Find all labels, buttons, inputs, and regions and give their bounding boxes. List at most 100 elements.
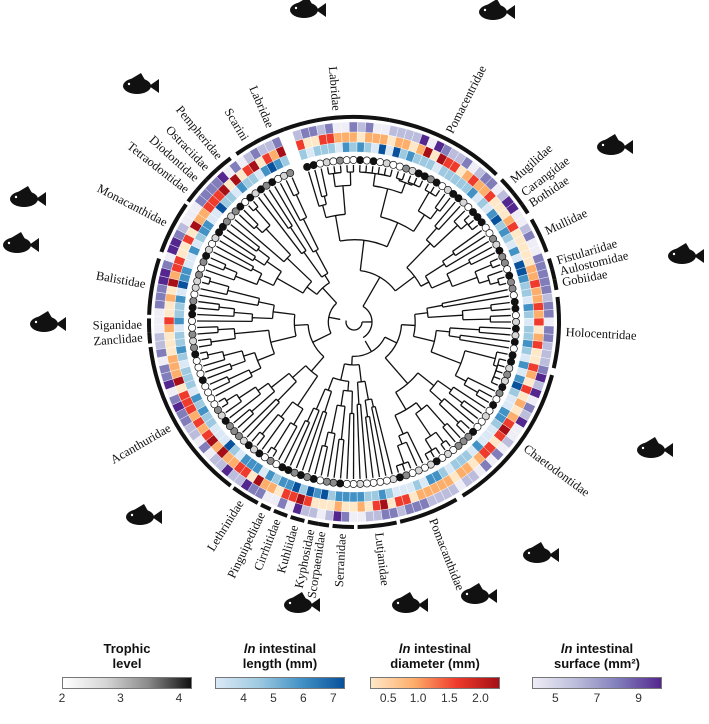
tip-node [272, 460, 281, 469]
tree-branch [330, 404, 338, 434]
family-label: Lutjanidae [372, 532, 392, 587]
tree-branch [320, 168, 328, 196]
tip-node [213, 405, 222, 414]
ring-surface-cell [365, 510, 375, 522]
tip-node [268, 178, 277, 187]
tree-branch [333, 439, 340, 478]
tip-node [395, 473, 404, 482]
tree-branch [267, 446, 272, 454]
tip-node [507, 278, 515, 287]
tree-branch [441, 289, 508, 305]
tip-node [230, 427, 239, 436]
tree-branch [359, 240, 365, 271]
tip-node [210, 400, 219, 409]
tip-node [208, 239, 217, 248]
tip-node [211, 234, 220, 242]
tree-branch [207, 350, 223, 356]
tip-node [329, 157, 338, 166]
tip-node [192, 356, 201, 365]
tree-branch [332, 173, 336, 187]
tree-branch [364, 381, 370, 400]
tree-branch [258, 278, 274, 287]
ring-surface-cell [155, 348, 168, 359]
tip-node [369, 478, 378, 487]
tree-branch [322, 410, 327, 414]
tree-branch [365, 165, 368, 173]
tip-node [329, 478, 338, 487]
tree-branch [377, 166, 380, 175]
fish-silhouette-icon [123, 73, 159, 94]
tree-branch [413, 214, 426, 232]
ring-surface-cell [154, 332, 166, 342]
tree-branch [389, 169, 393, 177]
ring-length-cell [342, 491, 351, 503]
ring-length-cell [363, 142, 373, 154]
family-label: Labridae [246, 84, 277, 131]
tip-node [511, 331, 520, 340]
tree-branch [461, 310, 464, 320]
tree-branch [452, 276, 478, 288]
tree-branch [478, 389, 493, 398]
tip-node [322, 477, 331, 486]
tree-branch [199, 294, 259, 306]
legend-tick: 7 [329, 691, 337, 705]
tree-branch [365, 398, 372, 401]
tip-node [251, 189, 260, 198]
ring-surface-cell [372, 122, 383, 135]
tip-node [477, 417, 486, 426]
tree-branch [494, 358, 501, 374]
tree-branch [297, 375, 319, 406]
tree-branch [490, 301, 510, 306]
tree-branch [436, 329, 450, 333]
tree-branch [442, 426, 456, 443]
family-arc [273, 508, 288, 518]
tree-branch [289, 226, 307, 251]
tree-branch [442, 252, 455, 262]
ring-diameter-cell [341, 131, 350, 143]
tip-node [362, 479, 371, 488]
tree-branch [394, 415, 404, 435]
tree-branch [237, 413, 254, 429]
tree-branch [215, 375, 253, 397]
tree-branch [489, 261, 494, 269]
tree-branch [218, 397, 226, 403]
tree-branch [373, 185, 402, 194]
tree-branch [285, 180, 295, 197]
ring-length-cell [349, 491, 358, 503]
family-arcs [146, 115, 561, 529]
tree-branch [470, 252, 496, 266]
fish-silhouette-icon [637, 437, 673, 458]
tree-branch [270, 372, 290, 388]
tree-branch [406, 431, 424, 464]
tree-branch [418, 180, 424, 188]
ring-diameter-cell [533, 325, 545, 334]
ring-surface-cell [324, 122, 334, 135]
tree-branch [462, 318, 491, 321]
tree-branch [487, 275, 491, 285]
tree-branch [205, 363, 231, 373]
tip-node [234, 432, 243, 440]
tip-node [309, 161, 318, 170]
tip-node [511, 304, 520, 313]
legend-tick: 3 [117, 691, 124, 705]
tree-branch [322, 287, 338, 304]
tree-branch [253, 258, 265, 266]
tip-node [316, 476, 325, 485]
tree-branch [429, 450, 435, 458]
tree-branch [222, 351, 226, 360]
ring-surface-cell [340, 121, 350, 133]
tree-branch [384, 336, 398, 344]
tree-branch [257, 382, 269, 392]
fish-silhouette-icon [479, 0, 515, 20]
tree-branch [253, 200, 259, 208]
tree-branch [207, 368, 233, 379]
tree-branch [228, 369, 250, 380]
tree-branch [265, 228, 292, 256]
ring-diameter-cell [533, 309, 545, 319]
tip-node [432, 457, 441, 466]
tree-branch [442, 295, 509, 308]
tip-node [432, 178, 441, 187]
ring-surface-cell [543, 309, 555, 319]
tree-branch [429, 209, 439, 220]
legend-tick: 1.5 [440, 691, 458, 705]
